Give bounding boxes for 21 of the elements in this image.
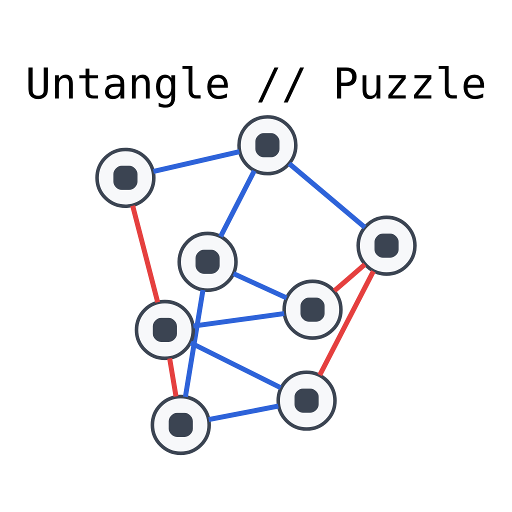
node-circle <box>150 394 211 456</box>
connector <box>193 311 284 328</box>
connector <box>288 162 366 230</box>
connector <box>152 149 240 174</box>
connector <box>232 271 288 300</box>
diagram-title: Untangle // Puzzle <box>25 59 487 110</box>
connector <box>167 358 178 397</box>
connector <box>318 270 376 376</box>
node-circle <box>177 232 238 292</box>
connector <box>332 262 366 293</box>
connector <box>130 205 160 303</box>
node-circle <box>282 280 343 340</box>
connector <box>190 340 282 390</box>
node-circle <box>356 216 417 276</box>
node-circle <box>276 370 337 431</box>
node-circle <box>237 115 298 176</box>
connector <box>218 170 256 238</box>
node-circle <box>134 300 196 360</box>
connector <box>182 290 206 398</box>
node-circle <box>95 148 156 208</box>
connector <box>208 404 279 422</box>
